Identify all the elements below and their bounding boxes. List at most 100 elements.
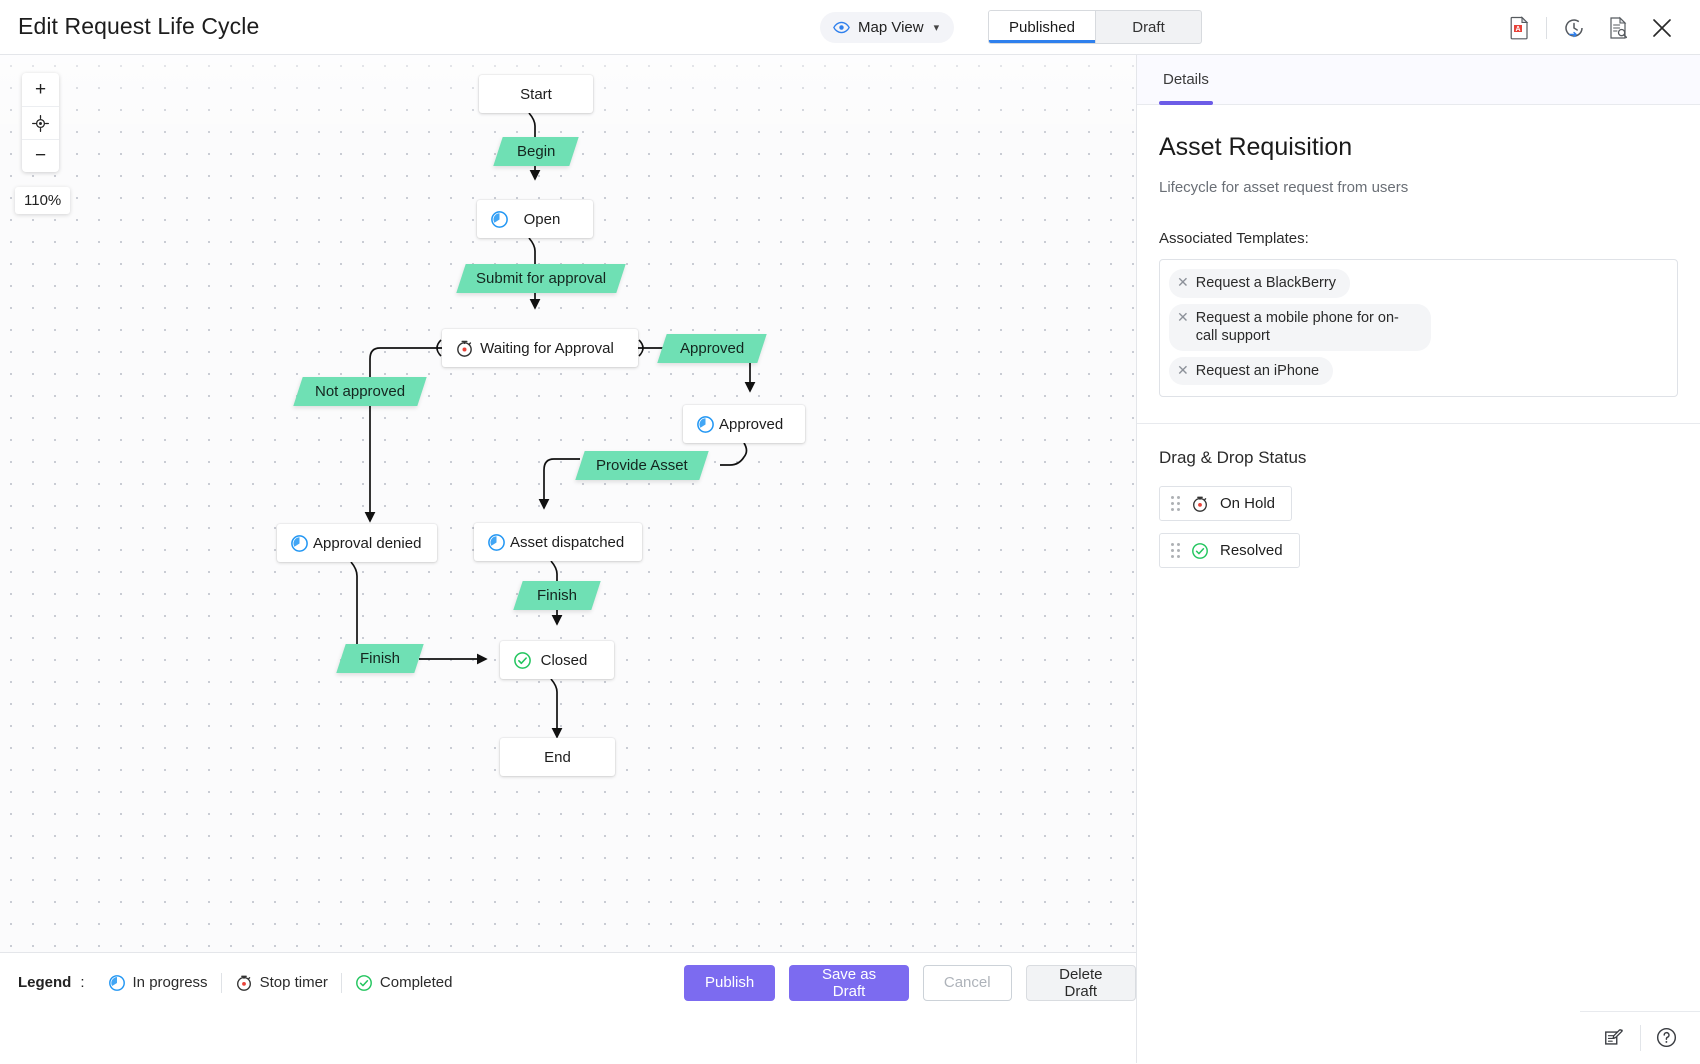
legend-label: Completed bbox=[379, 974, 453, 991]
tab-details[interactable]: Details bbox=[1159, 55, 1213, 105]
node-approved[interactable]: Approved bbox=[683, 405, 805, 443]
in-progress-icon bbox=[487, 533, 506, 552]
legend-item-in-progress: In progress bbox=[95, 974, 221, 992]
close-icon[interactable] bbox=[1640, 6, 1684, 50]
template-label: Request a mobile phone for on-call suppo… bbox=[1195, 309, 1399, 345]
node-waiting-for-approval[interactable]: Waiting for Approval bbox=[442, 329, 638, 367]
save-as-draft-button[interactable]: Save as Draft bbox=[789, 964, 909, 1001]
drag-handle-icon[interactable] bbox=[1171, 543, 1180, 559]
footer-actions: Publish Save as Draft Cancel Delete Draf… bbox=[684, 964, 1136, 1001]
flow-connectors bbox=[350, 112, 756, 739]
legend-divider bbox=[220, 972, 222, 993]
zoom-in-button[interactable]: + bbox=[34, 78, 47, 100]
template-chip[interactable]: ✕ Request a BlackBerry bbox=[1169, 269, 1350, 298]
transition-finish-dispatched[interactable]: Finish bbox=[513, 581, 601, 610]
drag-status-label: Resolved bbox=[1220, 542, 1283, 560]
node-label: End bbox=[544, 748, 571, 766]
node-end[interactable]: End bbox=[500, 738, 615, 776]
transition-not-approved[interactable]: Not approved bbox=[293, 377, 427, 406]
node-open[interactable]: Open bbox=[477, 200, 593, 238]
completed-icon bbox=[513, 651, 532, 670]
node-label: Open bbox=[523, 210, 561, 228]
node-closed[interactable]: Closed bbox=[500, 641, 614, 679]
panel-corner-actions bbox=[1580, 1011, 1700, 1063]
details-tabbar: Details bbox=[1137, 55, 1700, 105]
transition-begin[interactable]: Begin bbox=[493, 137, 579, 166]
associated-templates-box[interactable]: ✕ Request a BlackBerry ✕ Request a mobil… bbox=[1159, 259, 1678, 398]
associated-templates-label: Associated Templates: bbox=[1159, 230, 1309, 247]
in-progress-icon bbox=[108, 974, 125, 991]
zoom-level-label: 110% bbox=[15, 187, 71, 214]
legend-divider bbox=[340, 972, 342, 993]
cancel-button[interactable]: Cancel bbox=[922, 964, 1012, 1001]
tab-published[interactable]: Published bbox=[989, 11, 1095, 43]
legend-colon: : bbox=[80, 974, 85, 991]
transition-label: Begin bbox=[516, 143, 556, 160]
zoom-controls[interactable]: + − bbox=[22, 73, 59, 172]
zoom-out-button[interactable]: − bbox=[22, 139, 59, 172]
page-title: Edit Request Life Cycle bbox=[18, 13, 260, 39]
drag-handle-icon[interactable] bbox=[1171, 496, 1180, 512]
legend-item-stop-timer: Stop timer bbox=[222, 974, 341, 992]
node-asset-dispatched[interactable]: Asset dispatched bbox=[474, 523, 642, 561]
publish-button[interactable]: Publish bbox=[684, 964, 776, 1001]
template-label: Request an iPhone bbox=[1195, 362, 1320, 379]
top-bar: Edit Request Life Cycle Map View ▾ Publi… bbox=[0, 0, 1700, 55]
template-chip[interactable]: ✕ Request a mobile phone for on-call sup… bbox=[1169, 303, 1431, 351]
transition-label: Provide Asset bbox=[596, 457, 688, 474]
stop-timer-icon bbox=[1193, 496, 1207, 512]
legend-label: In progress bbox=[132, 974, 208, 991]
eye-icon bbox=[833, 19, 850, 36]
transition-finish-denied[interactable]: Finish bbox=[336, 644, 424, 673]
help-icon[interactable] bbox=[1641, 1012, 1693, 1064]
stop-timer-icon bbox=[236, 975, 251, 991]
close-icon[interactable]: ✕ bbox=[1177, 361, 1189, 378]
history-clock-icon[interactable] bbox=[1552, 6, 1596, 50]
node-label: Approval denied bbox=[313, 534, 422, 552]
legend: Legend : In progress Stop timer Com bbox=[18, 972, 466, 993]
transition-label: Finish bbox=[536, 587, 577, 604]
drag-drop-status-list: On Hold Resolved bbox=[1159, 486, 1700, 569]
legend-item-completed: Completed bbox=[342, 974, 466, 992]
completed-icon bbox=[1192, 542, 1208, 559]
drag-status-resolved[interactable]: Resolved bbox=[1159, 533, 1300, 569]
template-chip[interactable]: ✕ Request an iPhone bbox=[1169, 356, 1334, 386]
node-label: Closed bbox=[540, 651, 588, 669]
transition-label: Not approved bbox=[314, 383, 406, 400]
close-icon[interactable]: ✕ bbox=[1177, 308, 1189, 325]
lifecycle-canvas[interactable]: + − 110% bbox=[0, 55, 1136, 952]
node-start[interactable]: Start bbox=[479, 75, 593, 113]
top-bar-actions: A bbox=[1497, 0, 1684, 55]
legend-label: Stop timer bbox=[259, 974, 328, 991]
pdf-export-icon[interactable]: A bbox=[1497, 6, 1541, 50]
node-label: Approved bbox=[719, 415, 784, 433]
transition-provide-asset[interactable]: Provide Asset bbox=[575, 451, 709, 480]
node-label: Waiting for Approval bbox=[480, 339, 614, 357]
tab-draft[interactable]: Draft bbox=[1095, 11, 1201, 43]
corner-divider bbox=[1639, 1024, 1641, 1051]
legend-title: Legend bbox=[18, 974, 72, 991]
transition-label: Submit for approval bbox=[475, 270, 607, 287]
completed-icon bbox=[356, 974, 372, 991]
node-approval-denied[interactable]: Approval denied bbox=[277, 524, 437, 562]
transition-submit-for-approval[interactable]: Submit for approval bbox=[456, 264, 626, 293]
delete-draft-button[interactable]: Delete Draft bbox=[1025, 964, 1136, 1001]
edit-note-icon[interactable] bbox=[1588, 1012, 1640, 1064]
close-icon[interactable]: ✕ bbox=[1177, 274, 1189, 290]
footer-bar: Legend : In progress Stop timer Com bbox=[0, 952, 1136, 1012]
map-view-dropdown[interactable]: Map View ▾ bbox=[820, 12, 955, 43]
publish-state-segmented-control[interactable]: Published Draft bbox=[988, 10, 1202, 44]
drag-drop-status-title: Drag & Drop Status bbox=[1159, 448, 1307, 468]
svg-text:A: A bbox=[1515, 26, 1520, 33]
drag-status-label: On Hold bbox=[1220, 495, 1276, 513]
document-search-icon[interactable] bbox=[1596, 6, 1640, 50]
toolbar-divider bbox=[1546, 16, 1547, 39]
drag-status-on-hold[interactable]: On Hold bbox=[1159, 486, 1293, 522]
crosshair-target-icon bbox=[32, 114, 49, 132]
stop-timer-icon bbox=[455, 339, 474, 358]
transition-approved[interactable]: Approved bbox=[657, 334, 767, 363]
chevron-down-icon: ▾ bbox=[933, 22, 940, 34]
in-progress-icon bbox=[490, 210, 509, 229]
in-progress-icon bbox=[696, 415, 715, 434]
recenter-button[interactable] bbox=[22, 106, 59, 139]
